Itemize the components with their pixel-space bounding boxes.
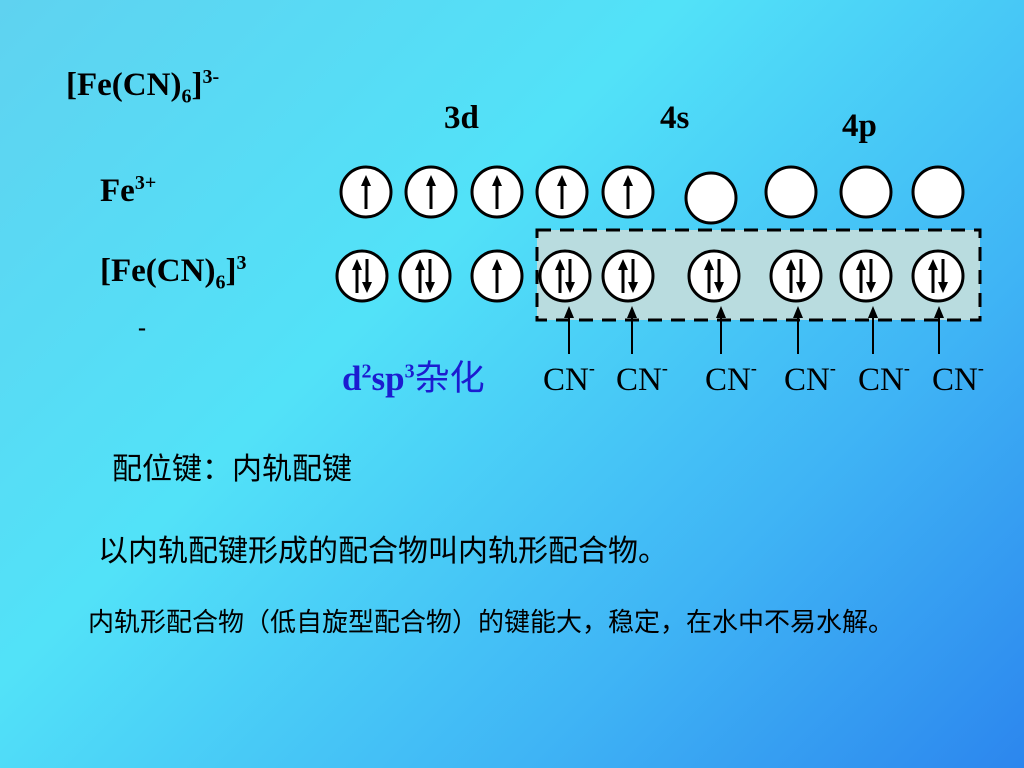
title-formula-close: ]: [191, 67, 203, 103]
orbital-circle: [839, 165, 893, 219]
complex-orbital-row: [335, 249, 965, 303]
orbital-circle: [764, 165, 818, 219]
ligand-label: CN-: [858, 358, 910, 398]
complex-close: ]: [225, 253, 237, 289]
orbital-empty: [684, 171, 738, 225]
orbital-empty: [764, 165, 818, 219]
hybrid-cn-text: 杂化: [414, 359, 485, 399]
ligand-donation-arrow: [793, 306, 803, 354]
spin-up-arrow: [557, 175, 567, 209]
bond-type-text: 配位键：内轨配键: [112, 452, 352, 487]
spin-up-arrow: [618, 259, 628, 293]
ligand-donation-arrow: [564, 306, 574, 354]
orbital-circle: [687, 249, 741, 303]
complex-base: [Fe(CN): [100, 253, 216, 289]
orbital-up: [339, 165, 393, 219]
complex-sub: 6: [215, 271, 226, 294]
complex-charge-tail: -: [138, 315, 146, 341]
spin-up-arrow: [856, 259, 866, 293]
orbital-circle: [335, 249, 389, 303]
spin-up-arrow: [415, 259, 425, 293]
ligand-label: CN-: [784, 358, 836, 398]
spin-up-arrow: [623, 175, 633, 209]
hybrid-sp: sp: [371, 359, 405, 398]
spin-up-arrow: [352, 259, 362, 293]
orbital-circle: [601, 249, 655, 303]
orbital-circle: [911, 249, 965, 303]
row-label-complex: [Fe(CN)6]3: [100, 252, 246, 295]
ligand-donation-arrow: [627, 306, 637, 354]
fe-ion-base: Fe: [100, 173, 135, 209]
orbital-label-4p: 4p: [842, 108, 877, 144]
orbital-pair: [398, 249, 452, 303]
spin-down-arrow: [866, 259, 876, 293]
spin-down-arrow: [714, 259, 724, 293]
spin-down-arrow: [628, 259, 638, 293]
ligand-label: CN-: [705, 358, 757, 398]
orbital-up: [601, 165, 655, 219]
orbital-pair: [687, 249, 741, 303]
definition-text: 以内轨配键形成的配合物叫内轨形配合物。: [98, 534, 668, 569]
orbital-up: [470, 249, 524, 303]
orbital-up: [470, 165, 524, 219]
orbital-circle: [839, 249, 893, 303]
orbital-up: [404, 165, 458, 219]
orbital-pair: [538, 249, 592, 303]
row-label-fe-ion: Fe3+: [100, 172, 156, 210]
spin-up-arrow: [426, 175, 436, 209]
hybrid-d-sup: 2: [361, 360, 372, 383]
spin-up-arrow: [492, 175, 502, 209]
orbital-empty: [911, 165, 965, 219]
orbital-pair: [601, 249, 655, 303]
spin-up-arrow: [704, 259, 714, 293]
spin-up-arrow: [492, 259, 502, 293]
orbital-pair: [839, 249, 893, 303]
orbital-circle: [538, 249, 592, 303]
spin-up-arrow: [555, 259, 565, 293]
spin-up-arrow: [786, 259, 796, 293]
ligand-donation-arrow: [716, 306, 726, 354]
hybridization-label: d2sp3杂化: [342, 350, 485, 401]
orbital-up: [535, 165, 589, 219]
orbital-label-3d: 3d: [444, 100, 479, 136]
ligand-label: CN-: [616, 358, 668, 398]
orbital-pair: [911, 249, 965, 303]
orbital-circle: [398, 249, 452, 303]
spin-up-arrow: [361, 175, 371, 209]
orbital-circle: [911, 165, 965, 219]
orbital-circle: [769, 249, 823, 303]
ligand-label: CN-: [543, 358, 595, 398]
spin-down-arrow: [362, 259, 372, 293]
orbital-empty: [839, 165, 893, 219]
orbital-circle: [684, 171, 738, 225]
title-formula-base: [Fe(CN): [66, 67, 182, 103]
ligand-donation-arrow: [868, 306, 878, 354]
hybrid-d: d: [342, 359, 362, 398]
fe-ion-orbital-row: [339, 165, 965, 225]
complex-charge: 3: [236, 252, 247, 274]
fe-ion-charge: 3+: [134, 172, 157, 194]
spin-down-arrow: [938, 259, 948, 293]
hybrid-sp-sup: 3: [404, 360, 415, 383]
title-formula-sub: 6: [181, 85, 192, 108]
spin-down-arrow: [425, 259, 435, 293]
spin-up-arrow: [928, 259, 938, 293]
orbital-pair: [335, 249, 389, 303]
orbital-label-4s: 4s: [660, 100, 690, 136]
property-text: 内轨形配合物（低自旋型配合物）的键能大，稳定，在水中不易水解。: [88, 608, 895, 638]
orbital-pair: [769, 249, 823, 303]
ligand-label: CN-: [932, 358, 984, 398]
spin-down-arrow: [796, 259, 806, 293]
title-formula: [Fe(CN)6]3-: [66, 66, 219, 109]
ligand-arrows: [564, 306, 944, 354]
spin-down-arrow: [565, 259, 575, 293]
title-formula-charge: 3-: [202, 66, 220, 88]
ligand-donation-arrow: [934, 306, 944, 354]
